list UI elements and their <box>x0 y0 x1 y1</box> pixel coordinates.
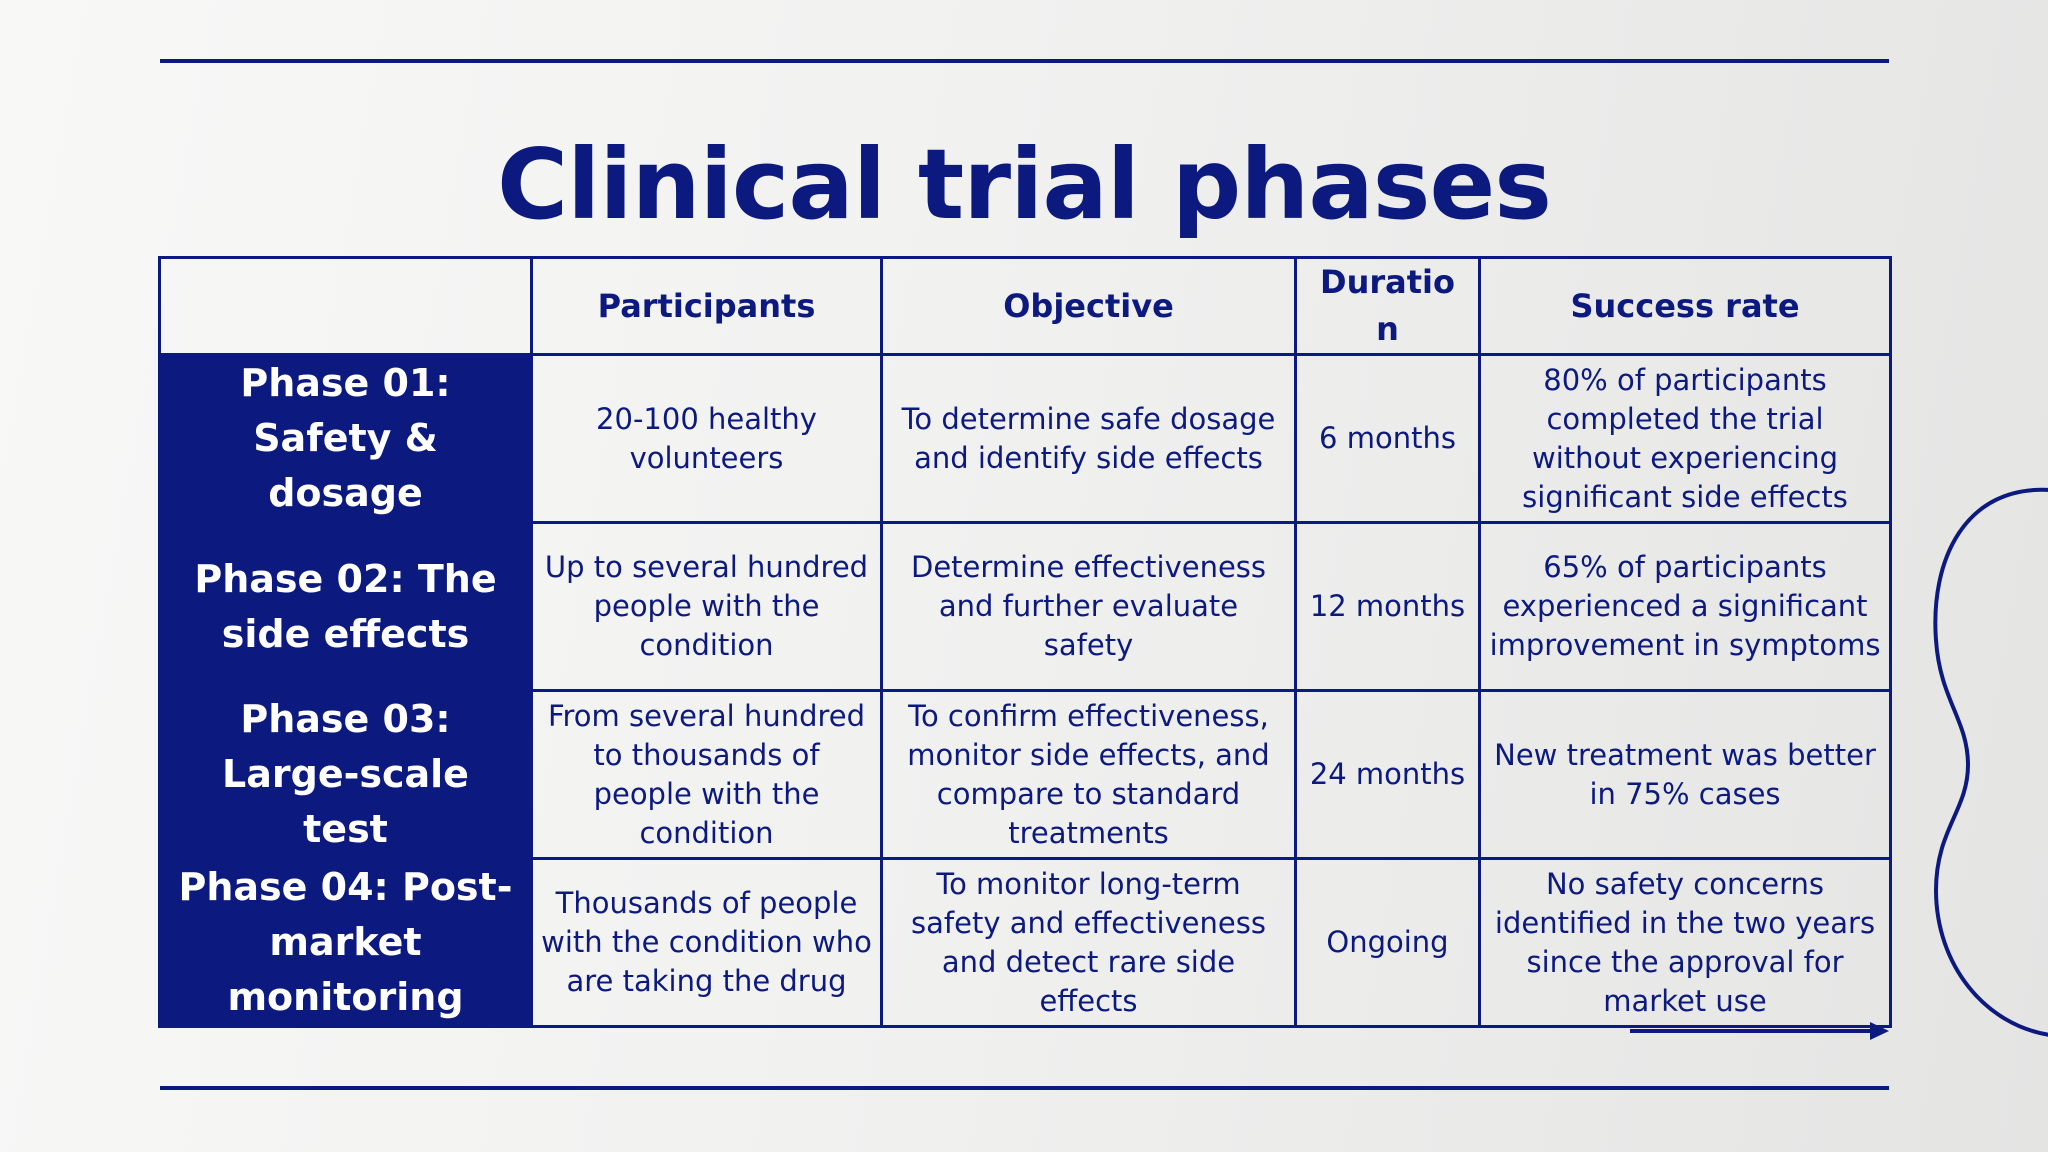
table-header-row: Participants Objective Duratio n Success… <box>158 256 1892 356</box>
header-cell-empty <box>158 256 533 356</box>
phase-label: Phase 04: Post-market monitoring <box>158 857 533 1028</box>
table-row: Phase 02: The side effects Up to several… <box>158 521 1892 692</box>
header-objective: Objective <box>880 256 1297 356</box>
top-divider <box>160 59 1889 63</box>
objective-cell: To determine safe dosage and identify si… <box>880 353 1297 524</box>
phase-label: Phase 02: The side effects <box>158 521 533 692</box>
objective-cell: Determine effectiveness and further eval… <box>880 521 1297 692</box>
success-rate-cell: 80% of participants completed the trial … <box>1478 353 1892 524</box>
table-row: Phase 01: Safety & dosage 20-100 healthy… <box>158 353 1892 524</box>
success-rate-cell: 65% of participants experienced a signif… <box>1478 521 1892 692</box>
slide-title: Clinical trial phases <box>496 128 1552 241</box>
header-duration: Duratio n <box>1294 256 1481 356</box>
phases-table: Participants Objective Duratio n Success… <box>158 256 1892 1028</box>
phase-label: Phase 01: Safety & dosage <box>158 353 533 524</box>
success-rate-cell: No safety concerns identified in the two… <box>1478 857 1892 1028</box>
participants-cell: 20-100 healthy volunteers <box>530 353 883 524</box>
header-participants: Participants <box>530 256 883 356</box>
duration-cell: 12 months <box>1294 521 1481 692</box>
participants-cell: Up to several hundred people with the co… <box>530 521 883 692</box>
table-row: Phase 03: Large-scale test From several … <box>158 689 1892 860</box>
table-row: Phase 04: Post-market monitoring Thousan… <box>158 857 1892 1028</box>
header-success-rate: Success rate <box>1478 256 1892 356</box>
curved-line-decoration <box>1933 487 2048 1037</box>
participants-cell: Thousands of people with the condition w… <box>530 857 883 1028</box>
participants-cell: From several hundred to thousands of peo… <box>530 689 883 860</box>
phase-label: Phase 03: Large-scale test <box>158 689 533 860</box>
success-rate-cell: New treatment was better in 75% cases <box>1478 689 1892 860</box>
duration-cell: 24 months <box>1294 689 1481 860</box>
duration-cell: 6 months <box>1294 353 1481 524</box>
duration-cell: Ongoing <box>1294 857 1481 1028</box>
objective-cell: To monitor long-term safety and effectiv… <box>880 857 1297 1028</box>
objective-cell: To confirm effectiveness, monitor side e… <box>880 689 1297 860</box>
bottom-divider <box>160 1086 1889 1090</box>
